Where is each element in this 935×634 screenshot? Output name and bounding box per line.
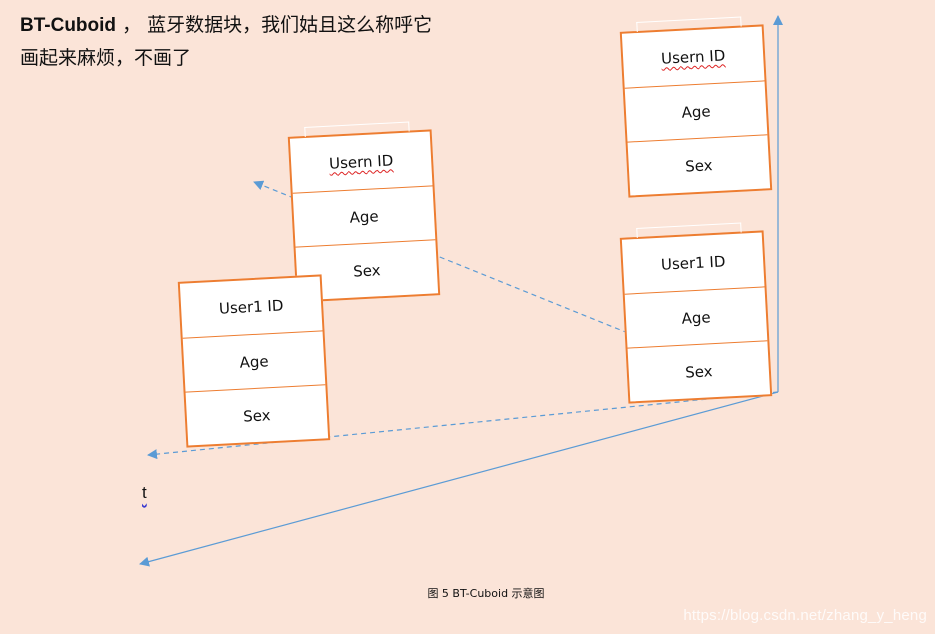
block-row-age: Age [292, 185, 436, 248]
row-label: Sex [242, 406, 272, 426]
row-label: Sex [684, 156, 714, 176]
row-label: Usern ID [328, 151, 394, 173]
block-row-sex: Sex [627, 340, 771, 403]
row-label: Age [681, 308, 712, 328]
axis-label-t: t [142, 483, 147, 502]
cuboid-block-right: User1 ID Age Sex [619, 222, 773, 404]
cuboid-block-top-right: Usern ID Age Sex [619, 16, 773, 198]
axis-dashed-arrow [147, 391, 779, 460]
row-label: Sex [352, 261, 382, 281]
intro-line-1-text: ， 蓝牙数据块，我们姑且这么称呼它 [116, 14, 433, 36]
row-label: User1 ID [218, 296, 284, 318]
row-label: Sex [684, 362, 714, 382]
block-row-sex: Sex [627, 134, 771, 197]
intro-line-2: 画起来麻烦，不画了 [20, 47, 192, 69]
block-row-age: Age [624, 80, 768, 143]
intro-title-bold: BT-Cuboid [20, 15, 117, 36]
block-row-age: Age [624, 286, 768, 349]
axis-diagonal-arrow [139, 391, 779, 567]
intro-line-1: BT-Cuboid ， 蓝牙数据块，我们姑且这么称呼它 [20, 14, 433, 36]
row-label: Age [239, 352, 270, 372]
row-label: Usern ID [660, 46, 726, 68]
block-row-age: Age [182, 330, 326, 393]
figure-caption: 图 5 BT-Cuboid 示意图 [427, 587, 545, 600]
block-row-id: Usern ID [290, 131, 433, 192]
row-label: Age [349, 207, 380, 227]
row-label: User1 ID [660, 252, 726, 274]
block-row-id: User1 ID [180, 276, 323, 337]
cuboid-block-left: User1 ID Age Sex [177, 274, 331, 448]
block-row-id: Usern ID [622, 26, 765, 87]
block-row-id: User1 ID [622, 232, 765, 293]
watermark-text: https://blog.csdn.net/zhang_y_heng [683, 607, 927, 624]
block-row-sex: Sex [185, 384, 329, 447]
row-label: Age [681, 102, 712, 122]
